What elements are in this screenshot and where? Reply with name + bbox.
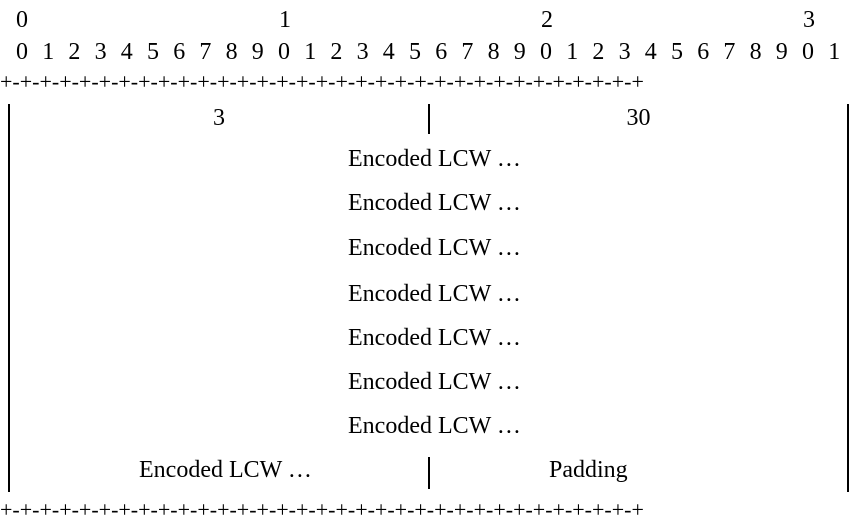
ruler-tens: 0 1 2 3 (0, 8, 850, 34)
encoded-lcw-final: Encoded LCW … (139, 458, 312, 482)
ruler-units-digit: 8 (746, 40, 766, 64)
ruler-tens-digit: 0 (12, 8, 32, 32)
ruler-units-digit: 6 (169, 40, 189, 64)
ruler-units-digit: 4 (117, 40, 137, 64)
ruler-units: 01234567890123456789012345678901 (0, 40, 850, 66)
ruler-units-digit: 4 (641, 40, 661, 64)
ruler-units-digit: 2 (326, 40, 346, 64)
ruler-units-digit: 0 (536, 40, 556, 64)
ruler-units-digit: 7 (195, 40, 215, 64)
ruler-units-digit: 3 (353, 40, 373, 64)
field-width-3: 3 (10, 106, 428, 130)
ruler-units-digit: 7 (457, 40, 477, 64)
ruler-units-digit: 8 (484, 40, 504, 64)
ruler-units-digit: 1 (38, 40, 58, 64)
ruler-units-digit: 3 (91, 40, 111, 64)
ruler-units-digit: 3 (615, 40, 635, 64)
encoded-lcw-row: Encoded LCW … (348, 370, 521, 394)
encoded-lcw-row: Encoded LCW … (348, 414, 521, 438)
right-border-line (847, 104, 849, 492)
ruler-units-digit: 5 (143, 40, 163, 64)
ruler-units-digit: 2 (588, 40, 608, 64)
ruler-units-digit: 1 (824, 40, 844, 64)
ruler-units-digit: 9 (510, 40, 530, 64)
ruler-tens-digit: 3 (799, 8, 819, 32)
field-divider (428, 457, 430, 489)
ruler-units-digit: 6 (693, 40, 713, 64)
ruler-units-digit: 7 (719, 40, 739, 64)
ruler-units-digit: 1 (300, 40, 320, 64)
ruler-tens-digit: 2 (537, 8, 557, 32)
field-width-30: 30 (430, 106, 847, 130)
ruler-units-digit: 5 (667, 40, 687, 64)
ruler-tens-digit: 1 (275, 8, 295, 32)
encoded-lcw-row: Encoded LCW … (348, 191, 521, 215)
padding-field: Padding (549, 458, 628, 482)
left-border-line (8, 104, 10, 492)
ruler-units-digit: 0 (798, 40, 818, 64)
ruler-units-digit: 4 (379, 40, 399, 64)
encoded-lcw-row: Encoded LCW … (348, 147, 521, 171)
ruler-units-digit: 1 (562, 40, 582, 64)
encoded-lcw-row: Encoded LCW … (348, 236, 521, 260)
bottom-border: +-+-+-+-+-+-+-+-+-+-+-+-+-+-+-+-+-+-+-+-… (0, 500, 850, 520)
top-border: +-+-+-+-+-+-+-+-+-+-+-+-+-+-+-+-+-+-+-+-… (0, 72, 850, 92)
ruler-units-digit: 6 (431, 40, 451, 64)
ruler-units-digit: 8 (222, 40, 242, 64)
ruler-units-digit: 2 (64, 40, 84, 64)
ruler-units-digit: 9 (772, 40, 792, 64)
encoded-lcw-row: Encoded LCW … (348, 282, 521, 306)
ruler-units-digit: 0 (12, 40, 32, 64)
encoded-lcw-row: Encoded LCW … (348, 326, 521, 350)
ruler-units-digit: 9 (248, 40, 268, 64)
ruler-units-digit: 5 (405, 40, 425, 64)
ruler-units-digit: 0 (274, 40, 294, 64)
